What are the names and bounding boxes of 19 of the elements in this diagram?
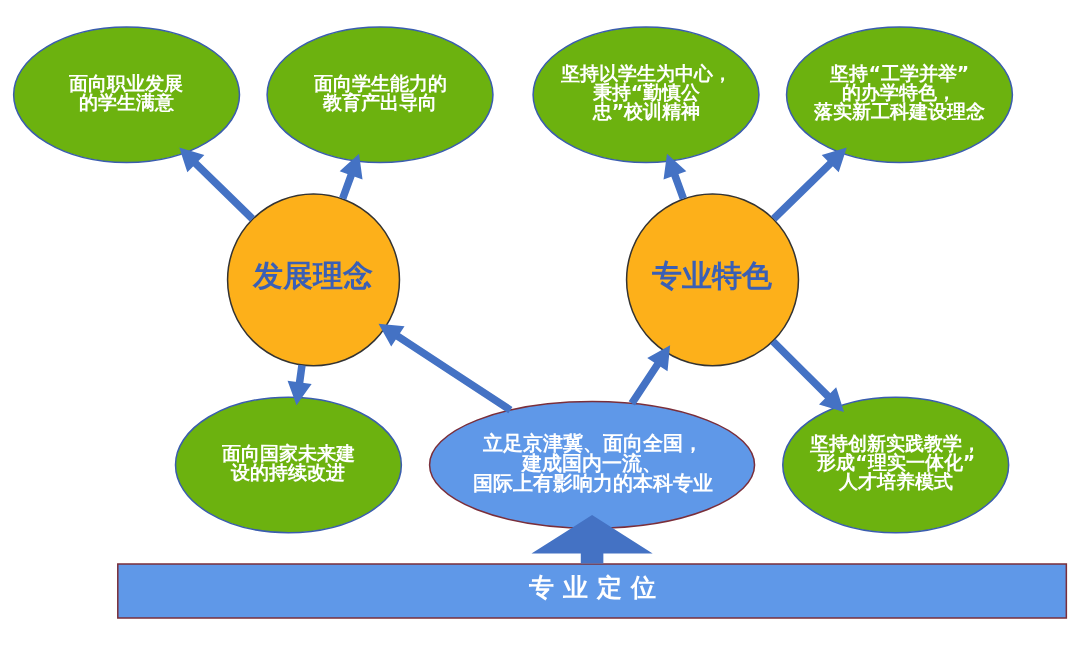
arrow — [339, 153, 363, 200]
node-ellipse: 面向学生能力的教育产出导向 — [266, 26, 494, 164]
node-ellipse: 面向国家未来建设的持续改进 — [174, 396, 403, 534]
node-circle: 发展理念 — [226, 193, 401, 367]
arrow — [771, 147, 847, 222]
arrow — [378, 323, 513, 414]
node-circle: 专业特色 — [625, 193, 800, 367]
arrow — [628, 345, 671, 406]
arrow — [179, 147, 255, 222]
arrow — [663, 153, 687, 200]
node-ellipse: 坚持“工学并举”的办学特色，落实新工科建设理念 — [785, 26, 1014, 164]
arrow — [287, 364, 312, 406]
node-box: 专 业 定 位 — [117, 563, 1068, 619]
node-ellipse: 坚持创新实践教学，形成“理实一体化”人才培养模式 — [782, 396, 1010, 534]
node-ellipse: 立足京津冀、面向全国，建成国内一流、国际上有影响力的本科专业 — [428, 400, 756, 530]
node-ellipse: 坚持以学生为中心，秉持“勤慎公忠”校训精神 — [532, 26, 760, 164]
arrow — [531, 515, 653, 564]
arrow — [770, 338, 844, 413]
node-ellipse: 面向职业发展的学生满意 — [12, 26, 241, 164]
